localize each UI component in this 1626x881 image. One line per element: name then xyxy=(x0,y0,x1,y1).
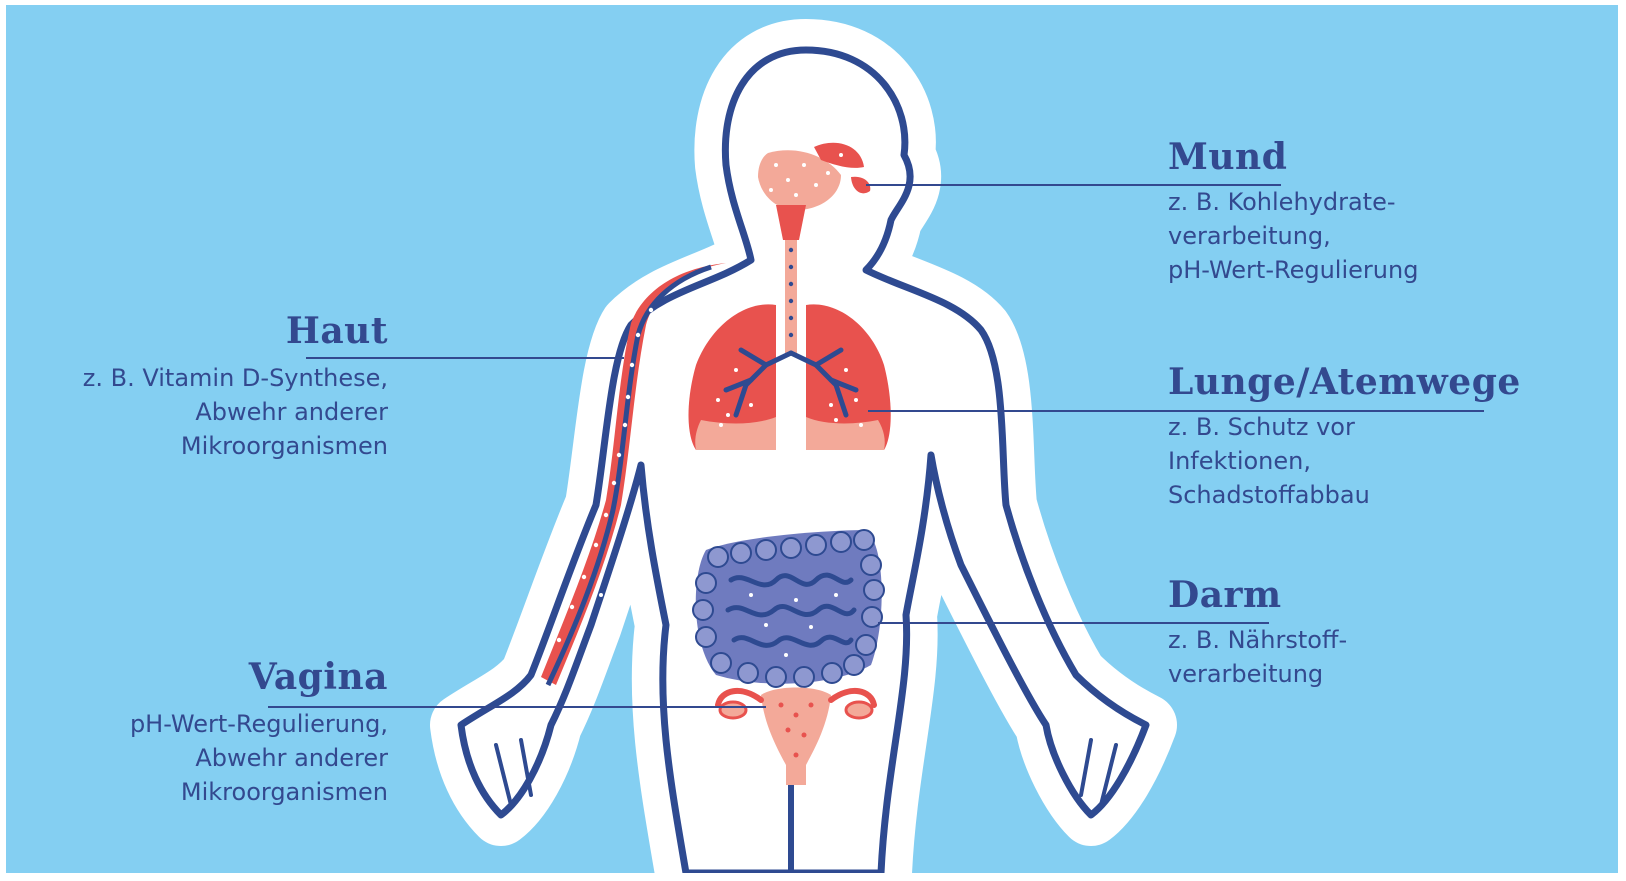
label-vagina-line-3: Mikroorganismen xyxy=(130,775,388,809)
label-darm: Darm z. B. Nährstoff- verarbeitung xyxy=(1168,575,1347,691)
label-vagina-description: pH-Wert-Regulierung, Abwehr anderer Mikr… xyxy=(130,707,388,809)
label-darm-description: z. B. Nährstoff- verarbeitung xyxy=(1168,623,1347,691)
label-lunge-line-3: Schadstoffabbau xyxy=(1168,478,1521,512)
label-darm-line-1: z. B. Nährstoff- xyxy=(1168,623,1347,657)
label-mund-title: Mund xyxy=(1168,137,1418,177)
label-mund: Mund z. B. Kohlehydrate- verarbeitung, p… xyxy=(1168,137,1418,287)
label-haut-title: Haut xyxy=(83,311,388,351)
trachea-illustration xyxy=(785,240,797,355)
label-lunge-line-2: Infektionen, xyxy=(1168,444,1521,478)
label-darm-title: Darm xyxy=(1168,575,1347,615)
intestine-illustration xyxy=(693,530,884,687)
label-haut-line-2: Abwehr anderer xyxy=(83,395,388,429)
label-mund-description: z. B. Kohlehydrate- verarbeitung, pH-Wer… xyxy=(1168,185,1418,287)
label-mund-line-1: z. B. Kohlehydrate- xyxy=(1168,185,1418,219)
label-haut-description: z. B. Vitamin D-Synthese, Abwehr anderer… xyxy=(83,361,388,463)
label-darm-line-2: verarbeitung xyxy=(1168,657,1347,691)
label-haut: Haut z. B. Vitamin D-Synthese, Abwehr an… xyxy=(83,311,388,463)
label-vagina-line-2: Abwehr anderer xyxy=(130,741,388,775)
label-lunge-line-1: z. B. Schutz vor xyxy=(1168,410,1521,444)
label-vagina-title: Vagina xyxy=(130,657,388,697)
label-lunge: Lunge/Atemwege z. B. Schutz vor Infektio… xyxy=(1168,362,1521,512)
label-haut-line-3: Mikroorganismen xyxy=(83,429,388,463)
label-mund-line-3: pH-Wert-Regulierung xyxy=(1168,253,1418,287)
diagram-panel: Mund z. B. Kohlehydrate- verarbeitung, p… xyxy=(6,5,1618,873)
label-lunge-title: Lunge/Atemwege xyxy=(1168,362,1521,402)
label-mund-line-2: verarbeitung, xyxy=(1168,219,1418,253)
label-lunge-description: z. B. Schutz vor Infektionen, Schadstoff… xyxy=(1168,410,1521,512)
label-vagina-line-1: pH-Wert-Regulierung, xyxy=(130,707,388,741)
label-haut-line-1: z. B. Vitamin D-Synthese, xyxy=(83,361,388,395)
label-vagina: Vagina pH-Wert-Regulierung, Abwehr ander… xyxy=(130,657,388,809)
